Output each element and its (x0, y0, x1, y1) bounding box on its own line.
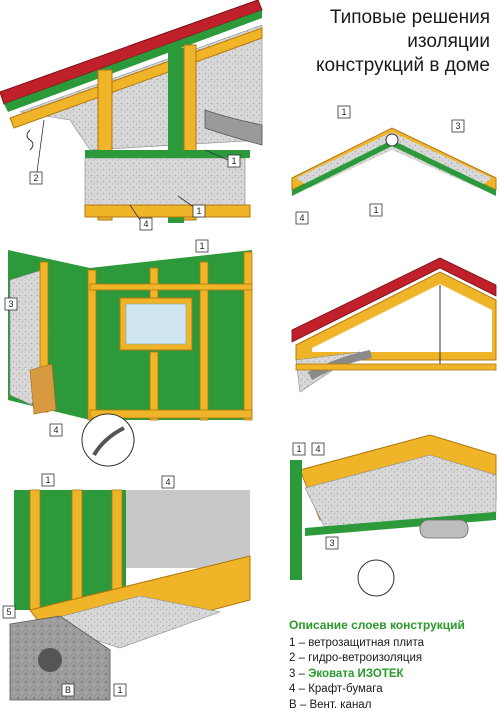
roof-ceiling-board (85, 150, 250, 158)
svg-text:1: 1 (296, 444, 301, 454)
roof-membrane (4, 10, 262, 112)
svg-text:3: 3 (455, 121, 460, 131)
svg-text:1: 1 (45, 475, 50, 485)
vent-icon (385, 133, 399, 147)
section-markers: 1 3 4 1 (295, 105, 465, 225)
svg-text:1: 1 (196, 206, 201, 216)
legend-item: 3 – Эковата ИЗОТЕК (289, 667, 404, 680)
detail-cable (92, 426, 125, 457)
roof-floor-wool (84, 157, 246, 207)
floor-back-wall (126, 490, 250, 568)
kraft-paper (29, 363, 57, 415)
title-line: конструкций в доме (316, 55, 490, 76)
legend-item: 1 – ветрозащитная плита (289, 636, 425, 649)
roof-scene: 2 1 4 1 (0, 0, 263, 231)
svg-text:3: 3 (329, 538, 334, 548)
svg-text:1: 1 (341, 107, 346, 117)
truss-tiles (291, 257, 497, 343)
detail-inset (357, 559, 395, 597)
legend-heading: Описание слоев конструкций (289, 618, 465, 632)
svg-text:В: В (65, 685, 71, 695)
floor-scene: 1 4 5 1 В (2, 473, 251, 701)
attic-floor-markers: 1 4 3 (292, 442, 339, 550)
kraft-wire (26, 129, 34, 151)
legend-item: 2 – гидро-ветроизоляция (289, 652, 423, 664)
roof-left-markers: 2 1 4 1 (29, 119, 241, 231)
attic-ceiling (305, 512, 496, 536)
title-line: Типовые решения (329, 7, 490, 28)
svg-text:4: 4 (143, 219, 148, 229)
roof-floor-beam (84, 204, 251, 218)
wall-studs (39, 251, 253, 421)
svg-text:1: 1 (199, 241, 204, 251)
truss-floor-beam (295, 363, 497, 371)
attic-truss-scene (291, 257, 497, 393)
layers-legend: Описание слоев конструкций 1 – ветрозащи… (289, 618, 497, 713)
svg-text:5: 5 (6, 607, 11, 617)
svg-text:1: 1 (231, 156, 236, 166)
attic-wool (304, 454, 497, 529)
svg-text:3: 3 (8, 299, 13, 309)
svg-text:4: 4 (299, 213, 304, 223)
window-glass (125, 303, 187, 345)
vent-duct (204, 109, 263, 146)
legend-item: В – Вент. канал (289, 698, 372, 711)
truss-inner (312, 284, 492, 352)
roof-section-scene: 1 3 4 1 (291, 105, 497, 225)
floor-markers: 1 4 5 1 В (2, 473, 175, 697)
page-title: Типовые решения изоляции конструкций в д… (260, 6, 490, 78)
svg-text:1: 1 (117, 685, 122, 695)
svg-text:4: 4 (53, 425, 58, 435)
svg-text:1: 1 (373, 205, 378, 215)
legend-item: 4 – Крафт-бумага (289, 683, 383, 695)
wall-markers: 1 3 4 (4, 239, 209, 437)
attic-green-wall (290, 460, 302, 580)
svg-text:2: 2 (33, 173, 38, 183)
wall-scene: 1 3 4 (4, 239, 253, 467)
vent-hole (38, 648, 62, 672)
svg-text:4: 4 (315, 444, 320, 454)
attic-floor-scene: 1 4 3 (290, 434, 497, 597)
title-line: изоляции (407, 31, 490, 52)
attic-vent (419, 519, 469, 539)
svg-text:4: 4 (165, 477, 170, 487)
